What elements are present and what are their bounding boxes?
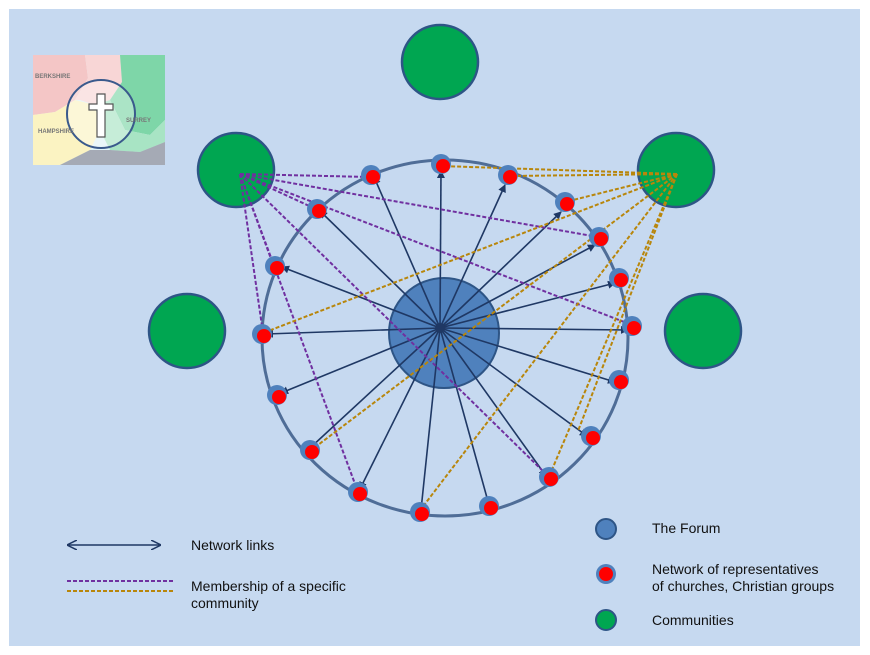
map-label-hampshire: HAMPSHIRE xyxy=(38,129,74,135)
rep-node xyxy=(498,165,518,185)
rep-node xyxy=(581,426,601,446)
rep-node xyxy=(431,154,451,174)
rep-node xyxy=(265,256,285,276)
community-right xyxy=(663,292,743,370)
cross-icon xyxy=(88,93,114,138)
legend-representatives-label: Network of representatives of churches, … xyxy=(652,561,835,594)
rep-node xyxy=(479,496,499,516)
rep-node xyxy=(589,227,609,247)
rep-node xyxy=(307,199,327,219)
community-top xyxy=(400,23,480,101)
rep-node xyxy=(410,502,430,522)
rep-node xyxy=(622,316,642,336)
rep-node xyxy=(609,370,629,390)
rep-node xyxy=(609,268,629,288)
legend-forum-label: The Forum xyxy=(652,520,721,536)
legend-network-links-label: Network links xyxy=(191,537,275,553)
legend-membership-label: Membership of a specific community xyxy=(191,578,346,611)
rep-node xyxy=(267,385,287,405)
representatives xyxy=(252,154,642,522)
rep-node xyxy=(348,482,368,502)
membership-purple xyxy=(239,173,633,493)
rep-node xyxy=(300,440,320,460)
legend xyxy=(67,518,617,631)
legend-communities-label: Communities xyxy=(652,612,734,628)
communities xyxy=(147,23,743,370)
map-inset: BERKSHIRE SURREY HAMPSHIRE xyxy=(33,55,165,165)
map-label-berkshire: BERKSHIRE xyxy=(35,74,70,80)
forum-hub xyxy=(435,323,445,333)
legend-forum-swatch xyxy=(595,518,617,540)
community-left xyxy=(147,292,227,370)
legend-community-swatch xyxy=(595,609,617,631)
membership-gold xyxy=(262,165,678,514)
map-label-surrey: SURREY xyxy=(126,118,151,124)
rep-node xyxy=(252,324,272,344)
rep-node xyxy=(555,192,575,212)
rep-node xyxy=(539,467,559,487)
network-links xyxy=(265,170,629,511)
rep-node xyxy=(361,165,381,185)
community-upper-right xyxy=(636,131,716,209)
legend-rep-swatch xyxy=(599,567,613,581)
